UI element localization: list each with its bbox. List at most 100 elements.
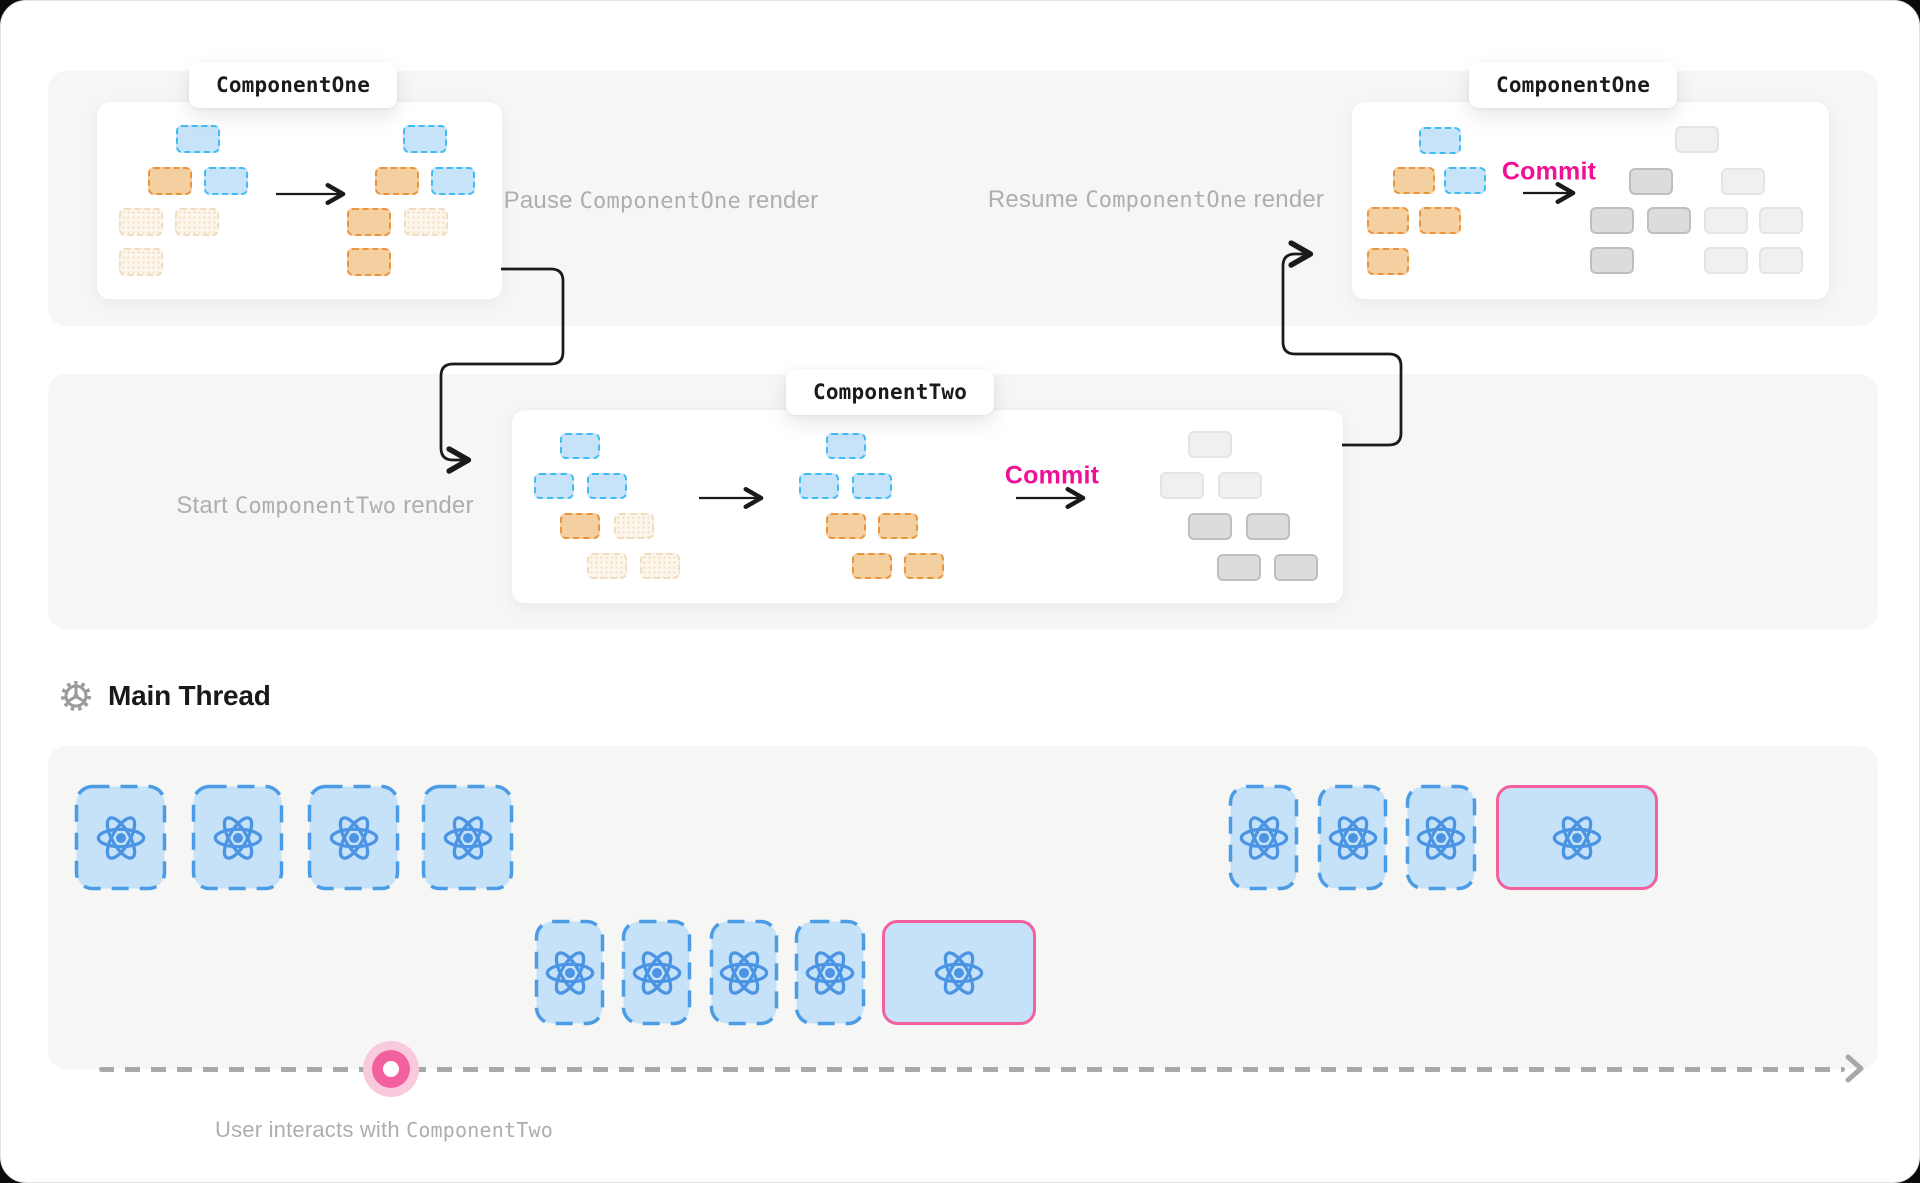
- component-name: ComponentTwo: [406, 1118, 553, 1142]
- label-text: render: [1246, 186, 1325, 213]
- render-slice: [421, 784, 514, 891]
- main-thread-title: Main Thread: [108, 680, 271, 711]
- fiber-node-grayl: [1704, 247, 1748, 274]
- fiber-node-grayl: [1188, 431, 1232, 458]
- fiber-node-orange: [347, 248, 391, 276]
- fiber-node-grayl: [1704, 207, 1748, 234]
- react-logo-icon: [213, 815, 262, 860]
- render-slice: [1317, 784, 1388, 891]
- render-slice: [307, 784, 400, 891]
- fiber-node-faded: [640, 553, 680, 579]
- react-logo-icon: [545, 950, 594, 995]
- render-slice: [794, 919, 866, 1026]
- fiber-node-faded: [404, 208, 448, 236]
- user-interaction-marker: [363, 1041, 419, 1097]
- fiber-node-faded: [119, 248, 163, 276]
- react-logo-icon: [719, 950, 769, 995]
- commit-label-component-two: Commit: [1004, 461, 1100, 490]
- start-render-label: Start ComponentTwo render: [176, 492, 473, 520]
- react-logo-icon: [632, 950, 681, 995]
- render-slice: [709, 919, 779, 1026]
- fiber-node-faded: [119, 208, 163, 236]
- render-slice: [534, 919, 605, 1026]
- react-logo-icon: [1328, 815, 1377, 860]
- react-logo-icon: [934, 950, 984, 995]
- render-slice: [74, 784, 167, 891]
- fiber-node-grayl: [1160, 472, 1204, 499]
- fiber-node-orange: [560, 513, 600, 539]
- fiber-node-grayd: [1188, 513, 1232, 540]
- gear-icon: [61, 681, 91, 711]
- fiber-node-blue: [403, 125, 447, 153]
- fiber-node-orange: [1367, 248, 1409, 275]
- fiber-node-grayd: [1629, 168, 1673, 195]
- react-logo-icon: [329, 815, 378, 860]
- label-text: Pause: [503, 187, 580, 214]
- fiber-node-grayd: [1590, 207, 1634, 234]
- fiber-node-orange: [347, 208, 391, 236]
- fiber-node-grayd: [1647, 207, 1691, 234]
- resume-render-label: Resume ComponentOne render: [988, 186, 1324, 214]
- fiber-node-blue: [1444, 167, 1486, 194]
- react-logo-icon: [1552, 815, 1602, 860]
- main-thread-header: Main Thread: [59, 679, 271, 713]
- component-one-label-left: ComponentOne: [189, 62, 398, 108]
- component-name: ComponentOne: [579, 189, 741, 214]
- fiber-node-grayl: [1721, 168, 1765, 195]
- fiber-node-blue: [204, 167, 248, 195]
- commit-slice: [881, 919, 1037, 1026]
- fiber-node-faded: [587, 553, 627, 579]
- fiber-node-orange: [1419, 207, 1461, 234]
- fiber-node-grayl: [1218, 472, 1262, 499]
- fiber-node-grayd: [1246, 513, 1290, 540]
- label-text: Resume: [987, 186, 1086, 213]
- react-logo-icon: [96, 815, 145, 860]
- marker-ring: [372, 1050, 410, 1088]
- fiber-node-grayd: [1590, 247, 1634, 274]
- fiber-node-orange: [878, 513, 918, 539]
- fiber-node-blue: [799, 473, 839, 499]
- fiber-node-blue: [534, 473, 574, 499]
- fiber-node-orange: [1393, 167, 1435, 194]
- fiber-node-orange: [1367, 207, 1409, 234]
- timeline-arrow-icon: [1845, 1054, 1864, 1083]
- fiber-node-faded: [614, 513, 654, 539]
- fiber-node-blue: [852, 473, 892, 499]
- fiber-node-blue: [1419, 127, 1461, 154]
- user-interaction-caption: User interacts with ComponentTwo: [215, 1117, 553, 1143]
- fiber-node-blue: [587, 473, 627, 499]
- fiber-node-orange: [375, 167, 419, 195]
- fiber-node-blue: [176, 125, 220, 153]
- render-slice: [621, 919, 692, 1026]
- fiber-node-grayd: [1274, 554, 1318, 581]
- fiber-node-grayd: [1217, 554, 1261, 581]
- label-text: Start: [176, 492, 235, 519]
- fiber-node-orange: [852, 553, 892, 579]
- timeline-dashed-line: [99, 1067, 1845, 1072]
- render-slice: [1228, 784, 1299, 891]
- label-text: User interacts with: [215, 1117, 407, 1142]
- render-slice: [1405, 784, 1477, 891]
- fiber-node-grayl: [1675, 126, 1719, 153]
- fiber-node-orange: [148, 167, 192, 195]
- fiber-node-blue: [431, 167, 475, 195]
- fiber-node-orange: [826, 513, 866, 539]
- commit-slice: [1495, 784, 1659, 891]
- fiber-node-grayl: [1759, 207, 1803, 234]
- component-name: ComponentOne: [1085, 188, 1247, 213]
- render-slice: [191, 784, 284, 891]
- component-two-label: ComponentTwo: [786, 369, 995, 415]
- fiber-node-faded: [175, 208, 219, 236]
- marker-core: [383, 1061, 399, 1077]
- fiber-node-blue: [826, 433, 866, 459]
- react-logo-icon: [1416, 815, 1466, 860]
- label-text: render: [740, 187, 819, 214]
- label-text: render: [396, 492, 474, 519]
- react-logo-icon: [1239, 815, 1288, 860]
- commit-label-component-one: Commit: [1501, 157, 1597, 186]
- react-logo-icon: [805, 950, 855, 995]
- fiber-node-orange: [904, 553, 944, 579]
- component-one-label-right: ComponentOne: [1469, 62, 1678, 108]
- react-logo-icon: [443, 815, 492, 860]
